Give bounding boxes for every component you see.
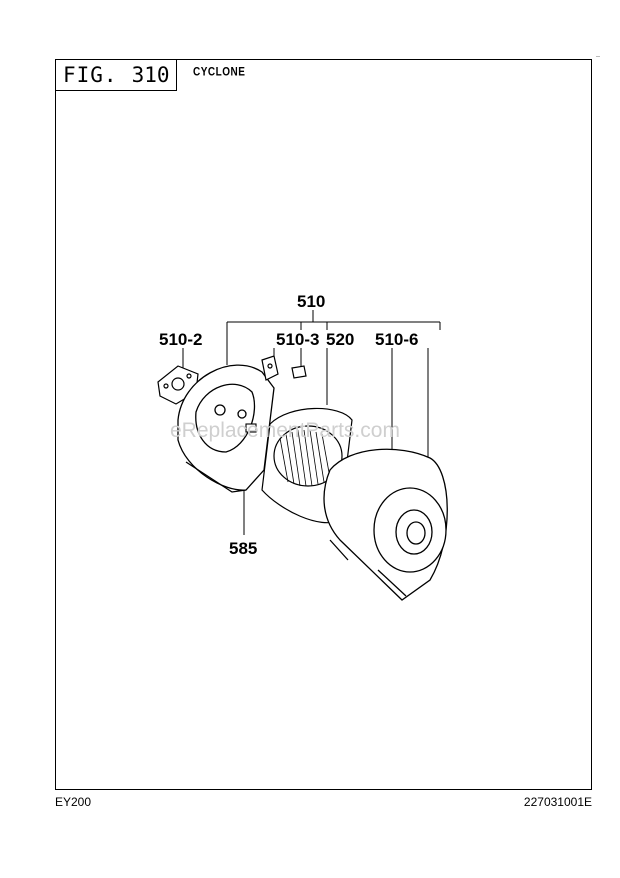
clip-part — [261, 355, 307, 381]
screw-part — [245, 423, 257, 433]
watermark-text: eReplacementParts.com — [170, 419, 400, 442]
section-title: CYCLONE — [193, 66, 246, 79]
part-label-510-3: 510-3 — [276, 330, 319, 349]
part-code: 227031001E — [523, 795, 592, 809]
part-label-520: 520 — [326, 330, 354, 349]
leader-lines — [182, 310, 441, 535]
figure-frame — [55, 59, 592, 790]
part-label-510-6: 510-6 — [375, 330, 418, 349]
model-number: EY200 — [55, 795, 92, 809]
part-label-510: 510 — [297, 292, 325, 311]
housing-plate-part — [177, 364, 275, 493]
part-label-585: 585 — [229, 539, 257, 558]
corner-tick-mark — [596, 56, 600, 57]
figure-label: FIG. — [63, 62, 118, 87]
cyclone-cover-part — [323, 448, 448, 601]
part-label-510-2: 510-2 — [159, 330, 202, 349]
figure-number-box: FIG. 310 — [55, 59, 177, 91]
figure-number: 310 — [131, 62, 170, 87]
